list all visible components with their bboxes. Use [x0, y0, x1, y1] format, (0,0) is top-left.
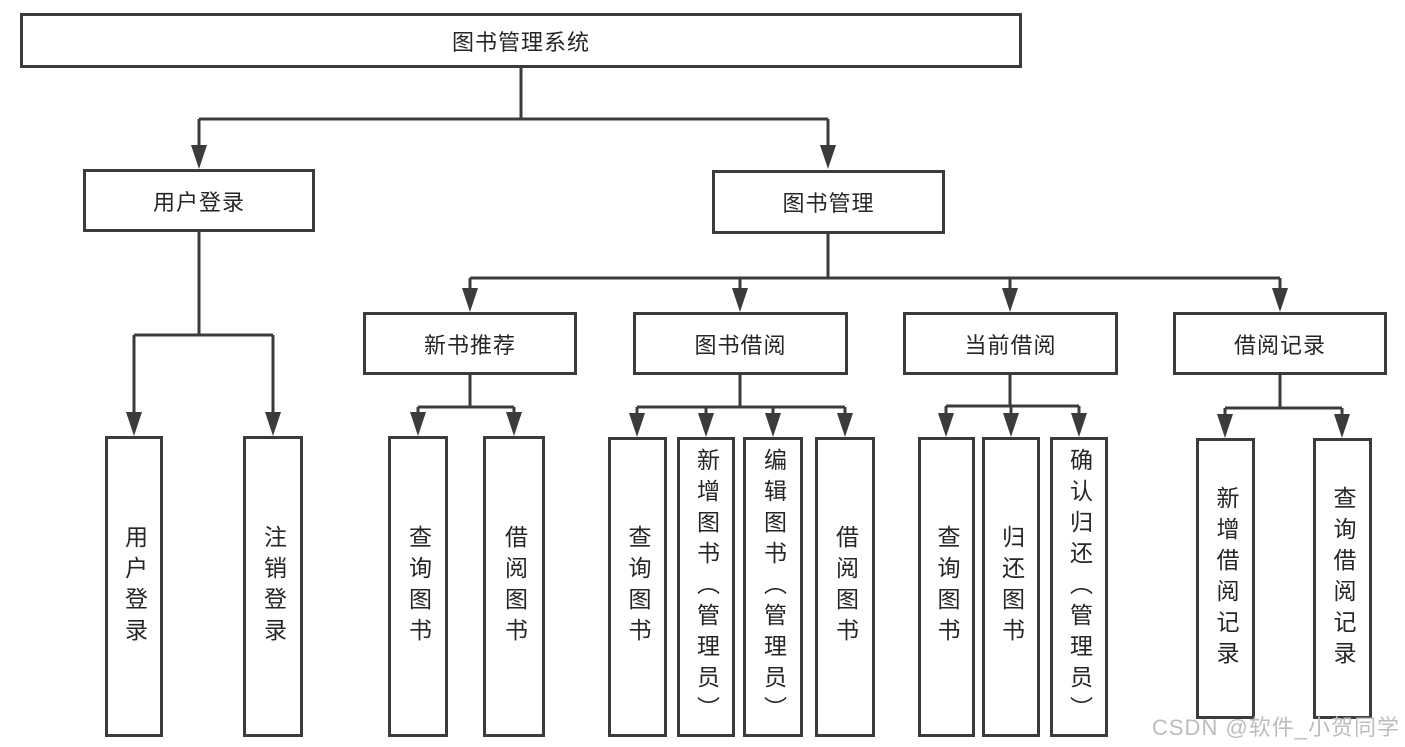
- node-label: 归还图书: [998, 525, 1025, 649]
- leaf-query-borrow-record: 查询借阅记录: [1313, 438, 1372, 719]
- node-label: 编辑图书（管理员）: [760, 447, 787, 727]
- leaf-return-book: 归还图书: [982, 437, 1040, 737]
- node-label: 确认归还（管理员）: [1066, 447, 1093, 727]
- leaf-user-login: 用户登录: [105, 436, 163, 737]
- leaf-add-borrow-record: 新增借阅记录: [1196, 438, 1255, 719]
- leaf-add-book-admin: 新增图书（管理员）: [677, 437, 735, 737]
- node-user-login: 用户登录: [83, 169, 315, 232]
- node-label: 图书借阅: [694, 332, 787, 358]
- node-label: 用户登录: [152, 189, 245, 215]
- node-label: 借阅图书: [501, 524, 528, 649]
- node-label: 查询借阅记录: [1330, 485, 1356, 672]
- node-label: 用户登录: [121, 524, 148, 649]
- node-borrowing-records: 借阅记录: [1173, 312, 1387, 375]
- node-book-management: 图书管理: [712, 170, 945, 234]
- node-label: 查询图书: [625, 525, 651, 649]
- leaf-logout: 注销登录: [243, 436, 303, 737]
- leaf-borrow-books-borrowing: 借阅图书: [815, 437, 875, 737]
- csdn-watermark: CSDN @软件_小贺同学: [1152, 715, 1401, 740]
- node-label: 图书管理: [782, 191, 875, 216]
- node-label: 图书管理系统: [451, 29, 590, 55]
- node-label: 借阅记录: [1233, 332, 1326, 358]
- node-label: 查询图书: [934, 525, 960, 649]
- node-label: 新增借阅记录: [1213, 485, 1239, 672]
- node-library-management-system: 图书管理系统: [20, 13, 1022, 68]
- node-label: 查询图书: [405, 524, 432, 649]
- node-label: 注销登录: [260, 524, 287, 649]
- leaf-borrow-books-recommend: 借阅图书: [483, 436, 545, 737]
- node-label: 当前借阅: [964, 332, 1057, 358]
- leaf-confirm-return-admin: 确认归还（管理员）: [1050, 437, 1108, 737]
- leaf-query-books-recommend: 查询图书: [388, 436, 448, 737]
- leaf-edit-book-admin: 编辑图书（管理员）: [743, 437, 803, 737]
- node-label: 借阅图书: [832, 525, 859, 649]
- node-current-borrowing: 当前借阅: [903, 312, 1118, 375]
- leaf-query-books-borrowing: 查询图书: [608, 437, 667, 737]
- node-new-book-recommendation: 新书推荐: [363, 312, 577, 375]
- node-label: 新书推荐: [423, 332, 516, 358]
- leaf-query-books-current: 查询图书: [918, 437, 975, 737]
- node-book-borrowing: 图书借阅: [633, 312, 848, 375]
- node-label: 新增图书（管理员）: [693, 447, 720, 727]
